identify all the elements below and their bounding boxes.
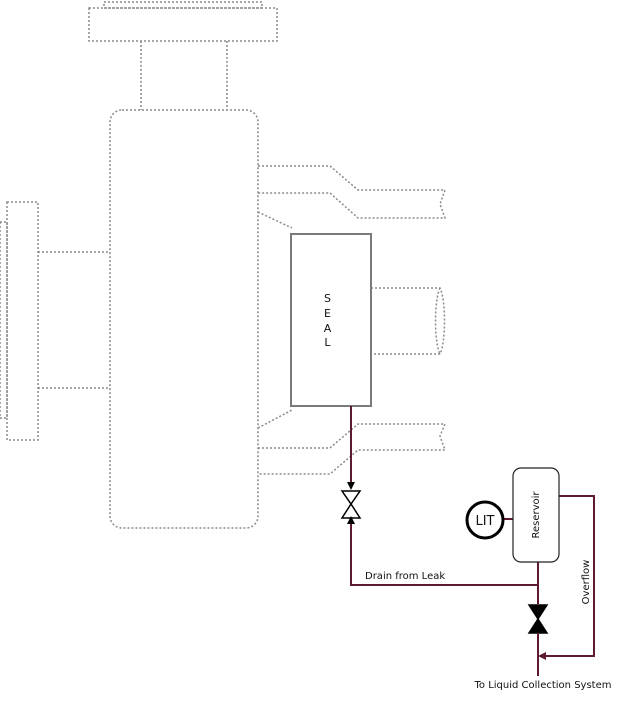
overflow-label: Overflow [581, 560, 592, 605]
seal-letter-l: L [324, 336, 331, 349]
discharge-flange-lip [103, 1, 263, 9]
discharge-flange [88, 7, 278, 42]
overflow-line [543, 495, 595, 657]
reservoir-vessel [512, 467, 560, 563]
seal-chamber-taper [257, 211, 293, 429]
drain-to-reservoir-line [350, 518, 538, 586]
drain-valve-open [340, 490, 362, 519]
seal-box [290, 233, 372, 407]
destination-label: To Liquid Collection System [474, 680, 612, 691]
drain-label: Drain from Leak [365, 571, 445, 582]
isolation-valve-closed [527, 604, 549, 634]
bearing-housing-lower [258, 423, 447, 475]
instrument-tag: LIT [475, 514, 494, 529]
suction-flange [6, 201, 39, 441]
seal-letter-e: E [324, 307, 332, 320]
suction-flange-lip [0, 221, 8, 419]
seal-letter-a: A [324, 322, 333, 335]
flow-arrow-up [347, 516, 355, 524]
overflow-arrow [538, 652, 546, 660]
pump-casing [0, 1, 447, 529]
shaft [371, 287, 446, 355]
seal-letter-s: S [324, 292, 332, 305]
bearing-housing-upper [258, 165, 447, 219]
casing-body [109, 109, 259, 529]
reservoir-label: Reservoir [531, 491, 542, 539]
drain-piping [340, 406, 595, 676]
suction-nozzle [38, 251, 110, 389]
shaft-break [434, 287, 441, 355]
flow-arrow-down [347, 482, 355, 490]
level-transmitter-bubble [465, 500, 505, 540]
discharge-neck [140, 40, 228, 110]
